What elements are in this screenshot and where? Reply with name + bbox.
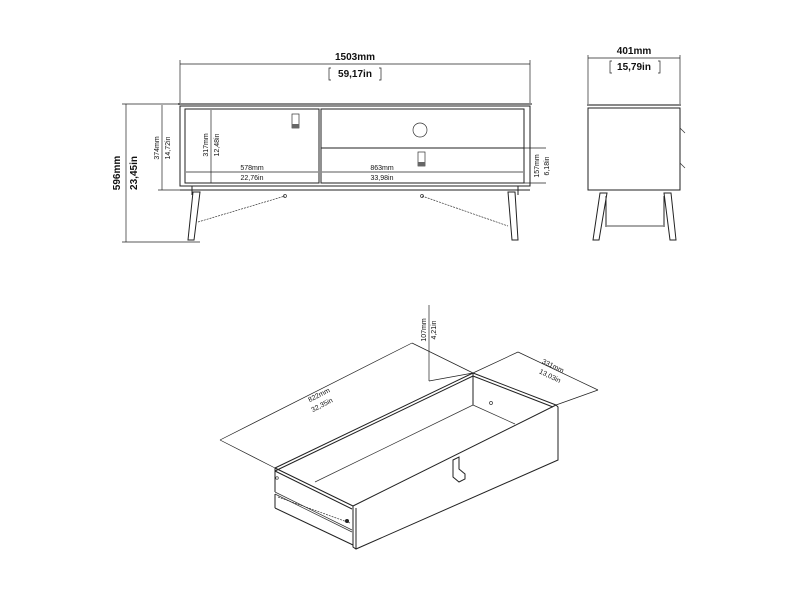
door-height-mm: 317mm	[203, 133, 210, 157]
drawer-height-mm: 107mm	[421, 318, 428, 342]
front-height-mm: 596mm	[112, 156, 123, 191]
drawer-height-mm: 157mm	[534, 154, 541, 178]
side-depth-mm: 401mm	[617, 46, 652, 57]
body-height-mm: 374mm	[154, 136, 161, 160]
side-view: 401mm 15,79in	[587, 46, 686, 241]
drawer-width-mm: 863mm	[370, 165, 394, 172]
right-leg	[507, 191, 519, 241]
door-height-in: 12,48in	[214, 133, 221, 156]
front-view: 1503mm 59,17in 596mm 23,45in	[112, 52, 551, 243]
front-width-in: 59,17in	[338, 69, 372, 80]
door-width-mm: 578mm	[240, 165, 264, 172]
drawer-height-in: 6,18in	[544, 156, 551, 175]
front-width-mm: 1503mm	[335, 52, 375, 63]
drawer-view: 822mm 32,35in 331mm 13,03in 107mm 4,21in	[219, 305, 599, 550]
body-height-in: 14,72in	[165, 136, 172, 159]
side-depth-in: 15,79in	[617, 62, 651, 73]
left-leg	[187, 191, 201, 241]
drawer-height-in: 4,21in	[431, 320, 438, 339]
door-width-in: 22,76in	[241, 175, 264, 182]
drawer-width-in: 33,98in	[371, 175, 394, 182]
front-height-in: 23,45in	[129, 156, 140, 190]
